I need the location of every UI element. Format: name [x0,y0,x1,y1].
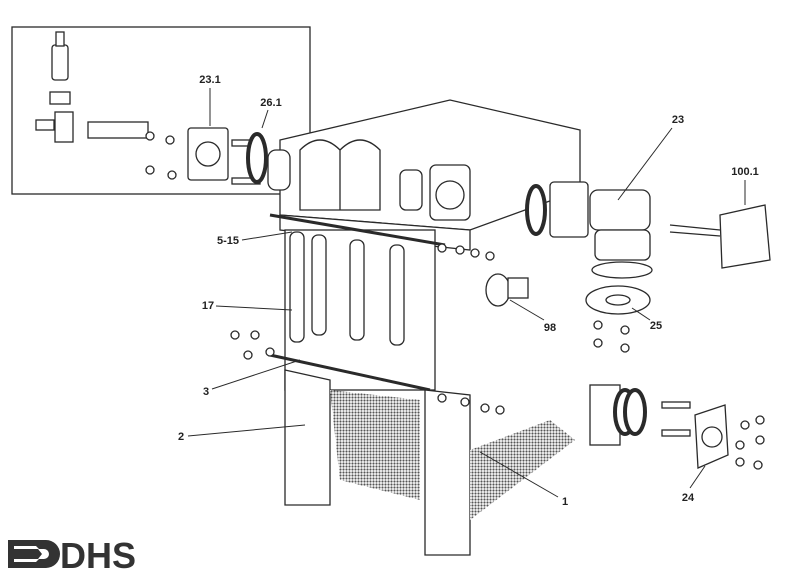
callout-26-1: 26.1 [260,97,282,109]
flange-25 [585,261,653,315]
lower-fittings [589,384,691,446]
callout-17: 17 [201,300,215,312]
callout-23: 23 [671,114,685,126]
callout-25: 25 [649,320,663,332]
sensor-100-1 [669,204,771,269]
inset-valve-assembly [35,31,177,180]
callout-23-1: 23.1 [199,74,221,86]
callout-100-1: 100.1 [731,166,759,178]
callout-98: 98 [543,322,557,334]
logo-text: DHS [60,535,136,574]
nuts [230,243,765,470]
callout-lines [187,88,746,498]
callout-1: 1 [561,496,569,508]
flange-23-1 [187,127,261,185]
inset-frame [11,26,311,195]
plug-98 [485,273,529,307]
dhs-logo: DHS [8,535,136,574]
fitting-23 [525,181,651,261]
flange-24 [694,404,729,469]
boiler-legs [284,369,575,556]
boiler-body [267,99,581,392]
callout-5-15: 5-15 [216,235,240,247]
callout-24: 24 [681,492,695,504]
gasket-26-1 [246,132,268,184]
callout-2: 2 [177,431,185,443]
callout-3: 3 [202,386,210,398]
